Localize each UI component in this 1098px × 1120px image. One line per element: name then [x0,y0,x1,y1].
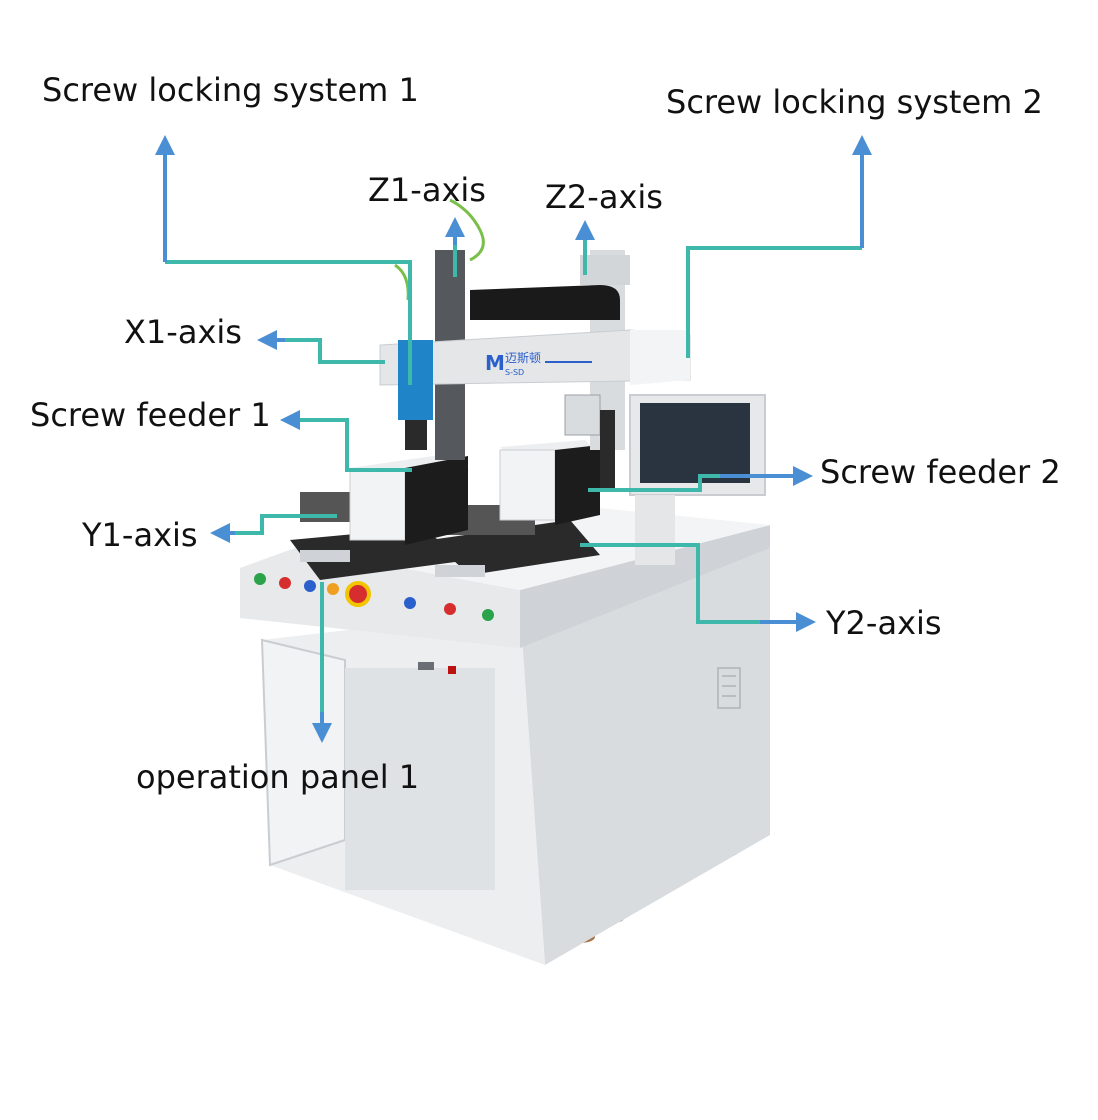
y1-table [290,528,470,580]
leader-y2 [580,543,760,624]
blue-button [304,580,316,592]
slide-rail [300,550,350,562]
vent-grille [717,667,741,709]
label-screw-locking-system-1: Screw locking system 1 [42,71,419,109]
y2-table [430,520,600,575]
table-top-side [520,525,770,648]
z1-spindle-motor [398,340,433,420]
leader-screw-feeder-1 [300,418,412,472]
brand-logo-mark: M [485,351,505,375]
label-operation-panel-1: operation panel 1 [136,758,420,796]
label-screw-locking-system-2: Screw locking system 2 [666,83,1043,121]
power-indicator [448,666,456,674]
orange-button [327,583,339,595]
slide-rail [435,565,485,577]
hmi-arm [635,495,675,565]
x-axis-beam: M 迈斯顿 S-SD [379,329,691,386]
drag-chain [470,285,620,320]
arrows [155,135,872,743]
brand-logo-sub: S-SD [505,368,524,377]
label-screw-feeder-1: Screw feeder 1 [30,396,271,434]
z2-motor [580,255,630,285]
y-axis-tables [290,492,600,580]
leader-lines [165,240,862,712]
emergency-stop-button [345,581,371,607]
label-z1-axis: Z1-axis [368,171,486,209]
z2-screwdriver [600,410,615,490]
z1-screwdriver [405,420,427,450]
panel-buttons [254,573,494,674]
label-screw-feeder-2: Screw feeder 2 [820,453,1061,491]
cable [394,263,410,301]
hmi-touchscreen [629,394,766,565]
screw-feeder-2-unit [499,440,600,525]
label-y2-axis: Y2-axis [826,604,942,642]
leader-y1 [235,514,337,535]
screw-feeder-1-unit [349,455,470,545]
green-button [254,573,266,585]
cabinet-door [260,638,346,867]
operation-panel-surface [240,548,520,648]
label-y1-axis: Y1-axis [82,516,198,554]
label-z2-axis: Z2-axis [545,178,663,216]
machine-illustration: M 迈斯顿 S-SD [240,198,770,965]
leader-screw-locking-2 [686,246,862,358]
leader-screw-feeder-2 [588,474,720,492]
cable [449,198,485,262]
red-button [279,577,291,589]
cabinet-side [520,545,770,965]
red-button [444,603,456,615]
z2-spindle [564,394,601,436]
blue-button [404,597,416,609]
leader-screw-locking-1 [165,260,412,385]
brand-logo-text: 迈斯顿 [505,351,541,365]
cabinet-interior [345,668,495,890]
leader-x1 [285,338,385,364]
green-button [482,609,494,621]
power-switch [418,662,434,670]
label-x1-axis: X1-axis [124,313,242,351]
